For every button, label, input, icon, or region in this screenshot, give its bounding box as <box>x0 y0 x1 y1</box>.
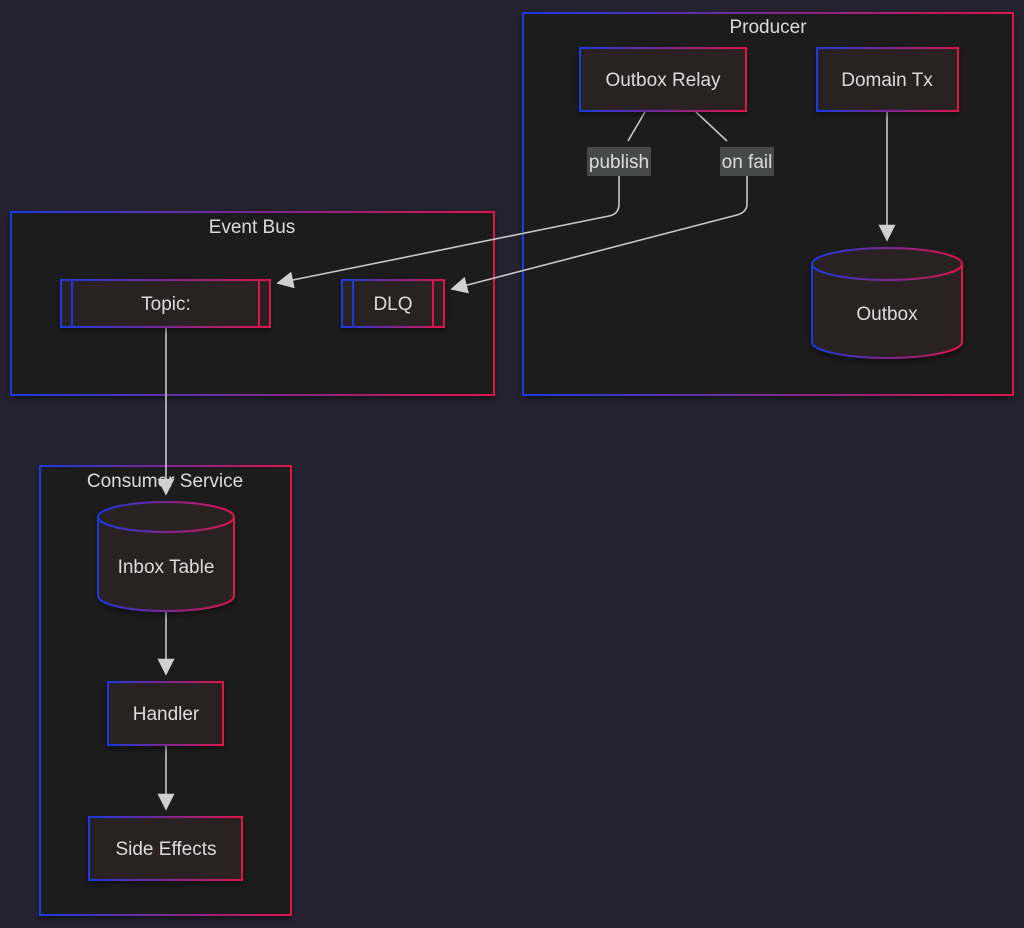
node-label-dlq: DLQ <box>373 294 412 315</box>
edge-label-publish-text: publish <box>589 152 649 173</box>
node-label-inbox-table: Inbox Table <box>118 557 215 578</box>
cluster-label-event-bus: Event Bus <box>209 217 296 238</box>
node-inbox-table[interactable]: Inbox Table <box>97 501 235 612</box>
edge-label-publish: publish <box>587 147 651 176</box>
node-label-outbox-relay: Outbox Relay <box>605 70 721 91</box>
cluster-label-producer: Producer <box>729 17 807 38</box>
node-domain-tx[interactable]: Domain Tx <box>816 47 959 112</box>
cluster-label-consumer: Consumer Service <box>87 471 243 492</box>
edge-publish <box>278 111 646 283</box>
node-label-domain-tx: Domain Tx <box>841 70 933 91</box>
edge-label-on-fail: on fail <box>720 147 774 176</box>
edge-on-fail <box>452 111 748 289</box>
node-outbox-relay[interactable]: Outbox Relay <box>579 47 747 112</box>
node-label-handler: Handler <box>133 704 200 725</box>
node-label-side-effects: Side Effects <box>115 839 216 860</box>
node-label-outbox: Outbox <box>856 304 918 325</box>
node-side-effects[interactable]: Side Effects <box>88 816 243 881</box>
node-dlq[interactable]: DLQ <box>341 279 445 328</box>
node-topic[interactable]: Topic: <box>60 279 271 328</box>
edge-label-on-fail-text: on fail <box>722 152 773 173</box>
edges <box>157 111 896 811</box>
node-label-topic: Topic: <box>141 294 191 315</box>
node-handler[interactable]: Handler <box>107 681 224 746</box>
node-outbox[interactable]: Outbox <box>811 247 963 359</box>
